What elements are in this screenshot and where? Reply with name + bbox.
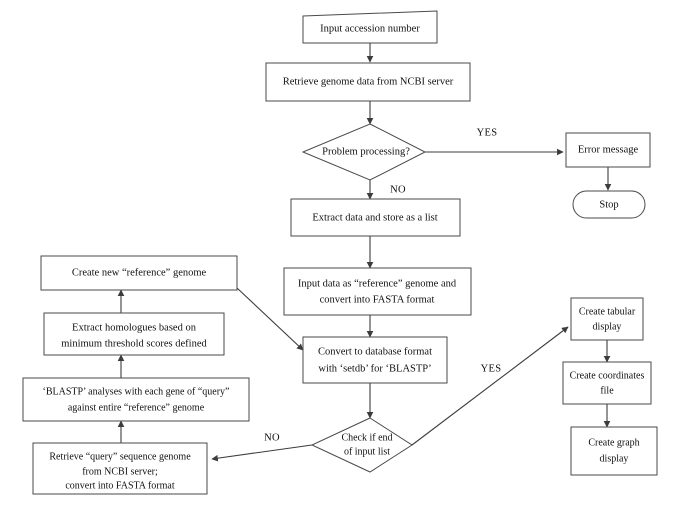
node-convert-db[interactable]: Convert to database format with ‘setdb’ … <box>302 336 448 384</box>
problem-processing-shape <box>301 123 427 181</box>
node-extract-store[interactable]: Extract data and store as a list <box>290 198 461 237</box>
check-end-shape <box>310 417 413 473</box>
edge-createref-to-convertdb <box>236 287 304 351</box>
retrieve-query-label-line2: from NCBI server; <box>82 466 158 477</box>
check-end-label-line2: of input list <box>344 446 390 457</box>
node-input-accession[interactable]: Input accession number <box>302 10 438 44</box>
create-graph-label-line2: display <box>600 453 629 464</box>
extract-homologues-shape <box>43 312 225 356</box>
error-message-shape <box>565 132 651 168</box>
retrieve-query-shape <box>32 442 208 495</box>
input-reference-label-line1: Input data as “reference” genome and <box>298 278 457 289</box>
blastp-analyses-label-line1: ‘BLASTP’ analyses with each gene of “que… <box>43 386 230 397</box>
node-extract-homologues[interactable]: Extract homologues based on minimum thre… <box>43 312 225 356</box>
convert-db-label-line2: with ‘setdb’ for ‘BLASTP’ <box>318 363 431 374</box>
node-create-tabular[interactable]: Create tabular display <box>570 297 644 341</box>
stop-label: Stop <box>599 199 618 210</box>
convert-db-label-line1: Convert to database format <box>318 346 432 357</box>
input-accession-label: Input accession number <box>320 23 420 34</box>
extract-homologues-label-line1: Extract homologues based on <box>72 322 197 333</box>
node-error-message[interactable]: Error message <box>565 132 651 168</box>
extract-homologues-label-line2: minimum threshold scores defined <box>61 338 207 349</box>
node-retrieve-query[interactable]: Retrieve “query” sequence genome from NC… <box>32 442 208 495</box>
extract-store-label: Extract data and store as a list <box>312 212 437 223</box>
convert-db-shape <box>302 336 448 384</box>
blastp-analyses-shape <box>22 377 250 422</box>
create-reference-shape <box>40 255 238 291</box>
create-coordinates-label-line1: Create coordinates <box>570 370 645 381</box>
retrieve-query-label-line3: convert into FASTA format <box>65 480 174 491</box>
stop-shape <box>572 190 646 219</box>
node-problem-processing[interactable]: Problem processing? <box>301 123 427 181</box>
create-reference-label: Create new “reference” genome <box>72 267 207 278</box>
edge-label-check-no: NO <box>264 432 280 443</box>
node-check-end[interactable]: Check if end of input list <box>310 417 413 473</box>
edge-check-yes-to-tabular <box>411 326 569 446</box>
edge-check-no-to-retrievequery <box>211 444 313 462</box>
create-graph-shape <box>570 426 658 476</box>
node-create-graph[interactable]: Create graph display <box>570 426 658 476</box>
edge-label-problem-no: NO <box>390 184 406 195</box>
edge-label-problem-yes: YES <box>477 127 498 138</box>
node-stop[interactable]: Stop <box>572 190 646 219</box>
input-reference-shape <box>283 267 472 316</box>
input-reference-label-line2: convert into FASTA format <box>320 294 435 305</box>
retrieve-query-label-line1: Retrieve “query” sequence genome <box>49 451 191 462</box>
problem-processing-label: Problem processing? <box>322 146 410 157</box>
create-coordinates-label-line2: file <box>600 385 614 396</box>
extract-store-shape <box>290 198 461 237</box>
retrieve-genome-shape <box>265 62 471 102</box>
create-coordinates-shape <box>562 361 652 405</box>
input-accession-shape <box>302 10 438 44</box>
create-graph-label-line1: Create graph <box>588 437 639 448</box>
create-tabular-label-line1: Create tabular <box>579 306 636 317</box>
node-create-reference[interactable]: Create new “reference” genome <box>40 255 238 291</box>
edge-label-check-yes: YES <box>481 363 502 374</box>
retrieve-genome-label: Retrieve genome data from NCBI server <box>283 76 454 87</box>
edge-group <box>117 43 612 462</box>
create-tabular-shape <box>570 297 644 341</box>
error-message-label: Error message <box>578 144 639 155</box>
node-input-reference[interactable]: Input data as “reference” genome and con… <box>283 267 472 316</box>
check-end-label-line1: Check if end <box>341 432 392 443</box>
node-blastp-analyses[interactable]: ‘BLASTP’ analyses with each gene of “que… <box>22 377 250 422</box>
node-create-coordinates[interactable]: Create coordinates file <box>562 361 652 405</box>
node-retrieve-genome[interactable]: Retrieve genome data from NCBI server <box>265 62 471 102</box>
create-tabular-label-line2: display <box>593 321 622 332</box>
blastp-analyses-label-line2: against entire “reference” genome <box>68 402 205 413</box>
